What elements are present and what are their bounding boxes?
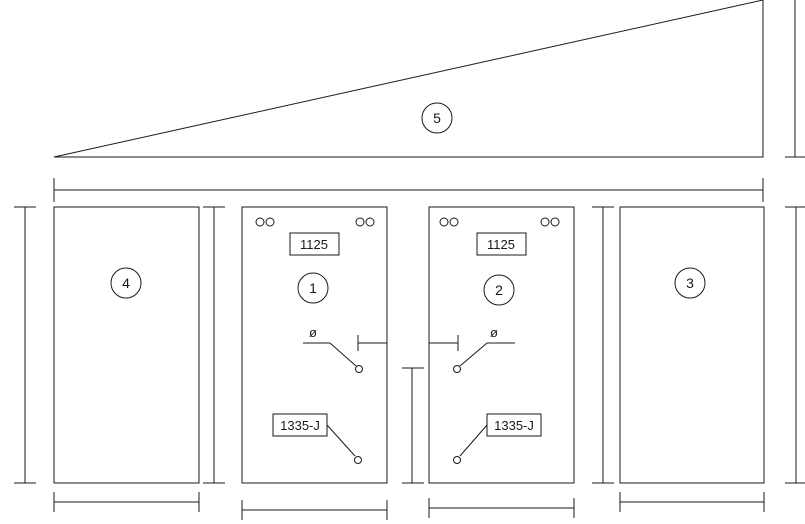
triangle-panel-5	[53, 0, 764, 158]
callout-2: 2	[483, 274, 515, 306]
dimension-height-panel-3	[592, 206, 614, 484]
dimension-triangle-height	[785, 0, 805, 158]
panel-1-hinge-holes-right	[355, 217, 375, 227]
panel-1-hardware-label: 1125	[300, 237, 328, 252]
callout-4: 4	[110, 267, 142, 299]
panel-2-lock-label: 1335-J	[494, 418, 534, 433]
panel-1-lock-hole	[354, 456, 362, 464]
panel-1-lock-label: 1335-J	[280, 418, 320, 433]
panel-2-lever-arm	[459, 342, 488, 367]
dimension-height-panel-4	[203, 206, 225, 484]
dimension-width-panel-1	[241, 500, 388, 520]
panel-2-hinge-holes-left	[439, 217, 459, 227]
dimension-overall-width	[53, 178, 764, 202]
dimension-center-gap	[402, 367, 424, 484]
panel-2-hinge-holes-right	[540, 217, 560, 227]
panel-2-latch-bracket	[429, 335, 459, 351]
panel-1-lever-arm	[329, 342, 357, 367]
panel-1-latch-bracket	[357, 335, 387, 351]
dimension-height-left	[14, 206, 36, 484]
callout-1: 1	[297, 272, 329, 304]
panel-2-diameter-symbol: ø	[490, 325, 498, 340]
dimension-height-right	[785, 206, 805, 484]
panel-2-hardware-box	[476, 232, 527, 256]
callout-5: 5	[421, 102, 453, 134]
callout-2-number: 2	[495, 282, 503, 298]
panel-2-pivot-hole	[453, 365, 461, 373]
panel-2-lock-leader	[459, 424, 488, 457]
panel-2-lock-hole	[453, 456, 461, 464]
panel-1-diameter-symbol: ø	[309, 325, 317, 340]
panel-3	[619, 206, 765, 484]
callout-3: 3	[674, 267, 706, 299]
dimension-width-panel-4	[53, 492, 200, 512]
panel-4	[53, 206, 200, 484]
dimension-width-panel-3	[619, 492, 765, 512]
panel-1-hardware-box	[289, 232, 340, 256]
panel-1-lock-leader	[326, 424, 356, 457]
callout-3-number: 3	[686, 275, 694, 291]
panel-2-hardware-label: 1125	[487, 237, 515, 252]
panel-1-hinge-holes-left	[255, 217, 275, 227]
callout-4-number: 4	[122, 275, 130, 291]
callout-5-number: 5	[433, 110, 441, 126]
dimension-width-panel-2	[428, 498, 575, 518]
callout-1-number: 1	[309, 280, 317, 296]
panel-1-pivot-hole	[355, 365, 363, 373]
